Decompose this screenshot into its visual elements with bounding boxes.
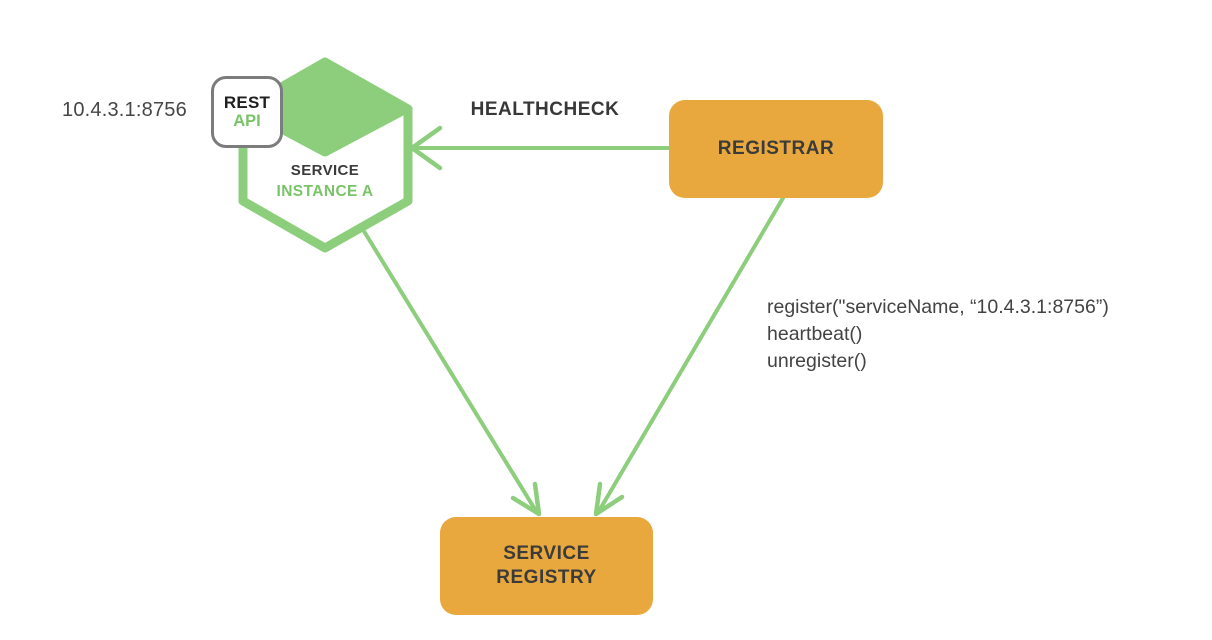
registrar-arrowhead-icon bbox=[593, 481, 625, 517]
registrar-to-registry-arrow bbox=[593, 196, 785, 517]
service-registry-node: SERVICE REGISTRY bbox=[440, 517, 653, 615]
call-heartbeat: heartbeat() bbox=[767, 323, 863, 345]
registrar-node: REGISTRAR bbox=[669, 100, 883, 198]
registrar-calls: register("serviceName, “10.4.3.1:8756”) … bbox=[767, 294, 1109, 375]
instance-to-registry-arrow bbox=[360, 226, 542, 517]
call-unregister: unregister() bbox=[767, 350, 867, 372]
instance-address-label: 10.4.3.1:8756 bbox=[62, 99, 187, 121]
healthcheck-label: HEALTHCHECK bbox=[470, 99, 620, 120]
service-instance-label-line2: INSTANCE A bbox=[276, 183, 374, 200]
healthcheck-arrow bbox=[409, 125, 671, 171]
rest-api-badge: REST API bbox=[211, 76, 283, 148]
service-instance-label-line1: SERVICE bbox=[290, 162, 360, 179]
badge-rest-label: REST bbox=[223, 93, 271, 112]
badge-api-label: API bbox=[233, 112, 261, 130]
instance-arrowhead-icon bbox=[510, 481, 542, 517]
call-register: register("serviceName, “10.4.3.1:8756”) bbox=[767, 296, 1109, 318]
service-instance-label: SERVICE INSTANCE A bbox=[240, 162, 410, 201]
